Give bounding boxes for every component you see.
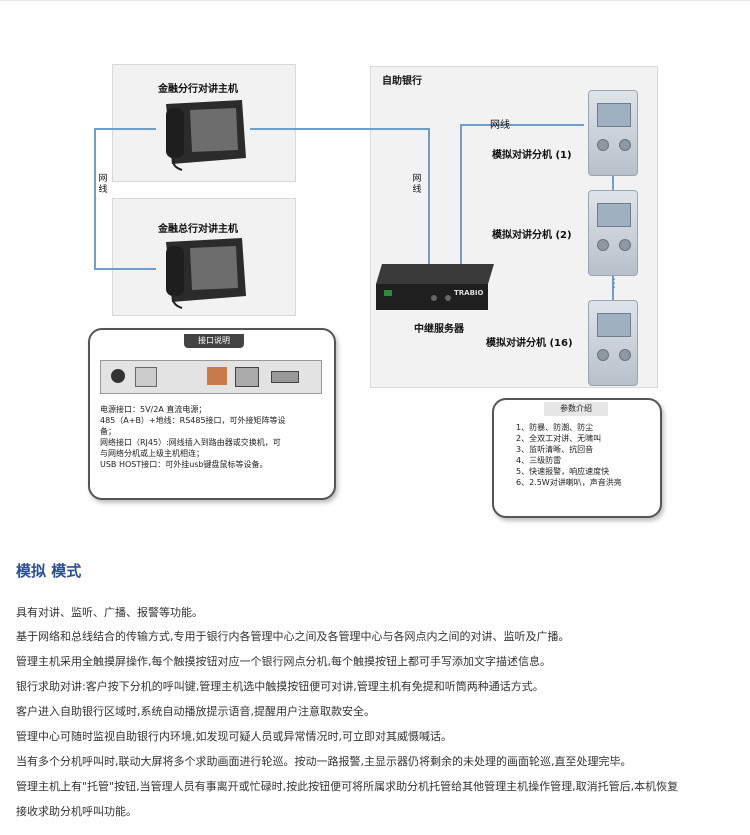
interface-description-box: 接口说明 电源接口：5V/2A 直流电源； 485（A+B）+地线：RS485接… [88,328,336,500]
hq-host-phone-icon [166,238,246,309]
extension-label: 模拟对讲分机 (2) [492,230,572,241]
intercom-extension-unit [588,90,638,176]
network-label: 网线 [490,120,510,131]
paragraph: 管理主机上有"托管"按钮,当管理人员有事离开或忙碌时,按此按钮便可将所属求助分机… [16,780,679,793]
connector-line [460,124,462,264]
paragraph: 接收求助分机呼叫功能。 [16,805,137,818]
hq-host-label: 金融总行对讲主机 [158,224,238,235]
paragraph: 具有对讲、监听、广播、报警等功能。 [16,606,203,619]
self-service-label: 自助银行 [382,76,422,87]
branch-host-phone-icon [166,100,246,171]
connector-line [250,128,428,130]
parameters-title: 参数介绍 [544,402,608,416]
section-title: 模拟 模式 [16,562,82,580]
paragraph: 当有多个分机呼叫时,联动大屏将多个求助画面进行轮巡。按动一路报警,主显示器仍将剩… [16,755,632,768]
paragraph: 管理主机采用全触摸屏操作,每个触摸按钮对应一个银行网点分机,每个触摸按钮上都可手… [16,655,551,668]
paragraph: 基于网络和总线结合的传输方式,专用于银行内各管理中心之间及各管理中心与各网点内之… [16,630,570,643]
extension-label: 模拟对讲分机 (16) [486,338,573,349]
connector-line [94,128,156,130]
interface-text: 电源接口：5V/2A 直流电源； 485（A+B）+地线：RS485接口，可外接… [100,405,286,469]
connector-line [460,124,584,126]
router-brand-label: TRABIO [454,289,484,297]
port-panel-image [100,360,322,394]
parameters-list: 1、防暴、防潮、防尘 2、全双工对讲、无啸叫 3、监听清晰、抗回音 4、三级防雷… [516,423,622,487]
paragraph: 银行求助对讲:客户按下分机的呼叫键,管理主机选中触摸按钮便可对讲,管理主机有免提… [16,680,544,693]
paragraph: 客户进入自助银行区域时,系统自动播放提示语音,提醒用户注意取款安全。 [16,705,375,718]
connector-line [94,268,156,270]
network-label-vertical: 网线 [412,174,422,195]
ellipsis-dots: ⋮ [608,276,620,290]
top-divider [0,0,750,5]
network-label-vertical: 网线 [98,174,108,195]
intercom-extension-unit [588,190,638,276]
relay-server-device [376,264,494,310]
intercom-extension-unit [588,300,638,386]
relay-server-label: 中继服务器 [414,324,464,335]
connector-line [428,128,430,264]
branch-host-label: 金融分行对讲主机 [158,84,238,95]
interface-title: 接口说明 [184,334,244,348]
connector-line [94,128,96,270]
paragraph: 管理中心可随时监视自助银行内环境,如发现可疑人员或异常情况时,可立即对其威慑喊话… [16,730,452,743]
parameters-box: 参数介绍 1、防暴、防潮、防尘 2、全双工对讲、无啸叫 3、监听清晰、抗回音 4… [492,398,662,518]
extension-label: 模拟对讲分机 (1) [492,150,572,161]
